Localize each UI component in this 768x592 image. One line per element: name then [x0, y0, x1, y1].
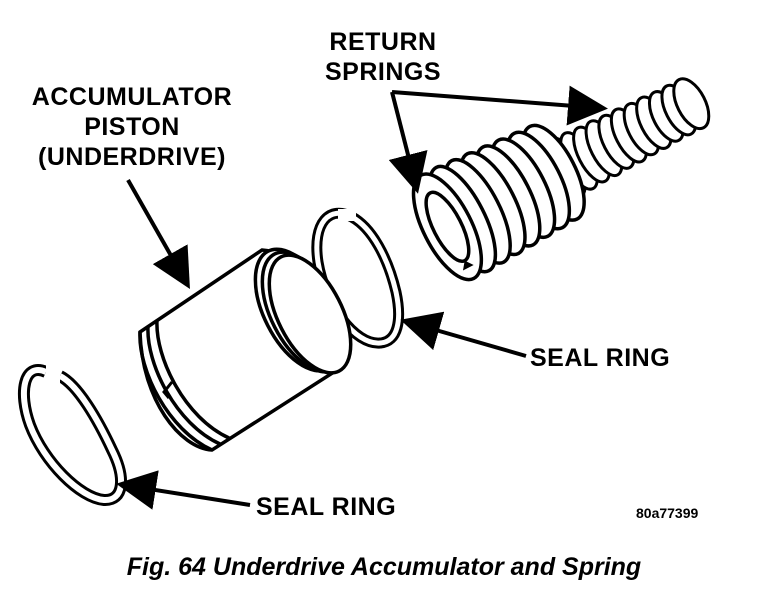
seal-ring-lower-label: SEAL RING	[256, 493, 397, 521]
outer-return-spring	[411, 123, 586, 282]
accumulator-piston	[138, 247, 353, 452]
upper-seal-ring	[311, 207, 405, 349]
arrow-piston	[126, 179, 190, 289]
seal-ring-upper-label: SEAL RING	[530, 344, 671, 372]
lower-seal-ring	[18, 362, 127, 506]
arrow-seal-lower	[116, 470, 251, 510]
return-springs-label-line2: SPRINGS	[324, 58, 442, 86]
figure-caption: Fig. 64 Underdrive Accumulator and Sprin…	[126, 553, 642, 581]
return-springs-label-line1: RETURN	[329, 28, 437, 56]
accumulator-piston-label-line1: ACCUMULATOR	[31, 83, 233, 111]
accumulator-piston-label: ACCUMULATOR PISTON (UNDERDRIVE)	[18, 82, 246, 172]
leader-arrows	[116, 85, 608, 510]
accumulator-piston-label-line3: (UNDERDRIVE)	[38, 143, 226, 171]
figure-code: 80a77399	[636, 505, 699, 521]
arrow-return-outer	[388, 91, 428, 194]
return-springs-label: RETURN SPRINGS	[318, 27, 448, 87]
accumulator-piston-label-line2: PISTON	[84, 113, 180, 141]
arrow-seal-upper	[400, 311, 527, 358]
arrow-return-inner	[391, 85, 608, 126]
